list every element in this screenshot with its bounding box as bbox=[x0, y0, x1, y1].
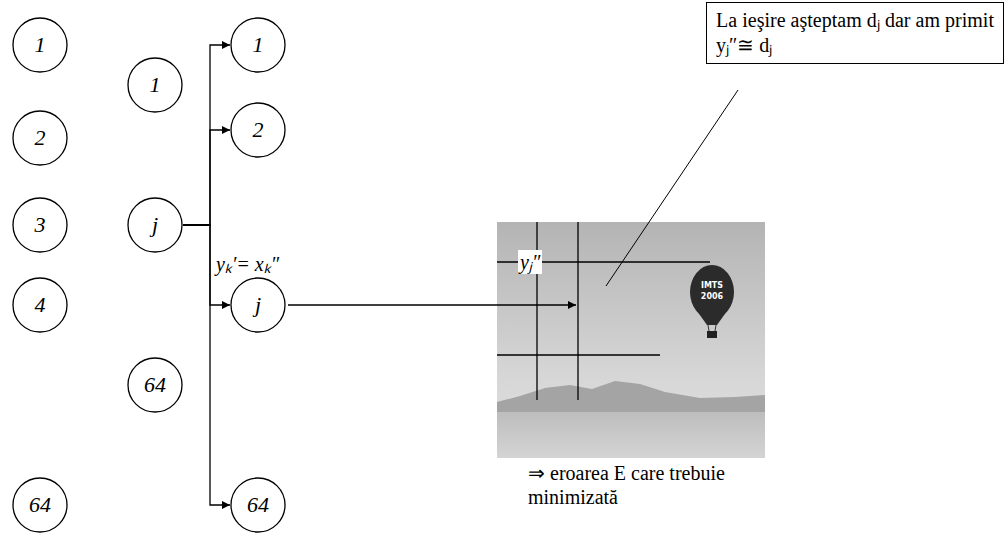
neuron-circle: 64 bbox=[230, 477, 286, 533]
circle-outline bbox=[13, 198, 67, 252]
balloon-envelope bbox=[690, 265, 734, 319]
neuron-index: 64 bbox=[144, 374, 166, 396]
neuron-circle: 1 bbox=[127, 57, 183, 113]
neuron-circle: 3 bbox=[12, 197, 68, 253]
neuron-index: j bbox=[255, 294, 261, 316]
neuron-index: 1 bbox=[253, 34, 264, 56]
circle-outline bbox=[13, 18, 67, 72]
neuron-index: 4 bbox=[35, 294, 46, 316]
callout-text: La ieşire aşteptam dⱼ dar am primit yⱼ″≅… bbox=[716, 8, 994, 58]
circle-outline bbox=[231, 278, 285, 332]
neuron-index: 64 bbox=[247, 494, 269, 516]
signal-label: yₖ′= xₖ″ bbox=[214, 252, 281, 276]
neuron-circle: 4 bbox=[12, 277, 68, 333]
circle-outline bbox=[128, 358, 182, 412]
balloon-neck bbox=[697, 311, 727, 325]
neuron-circle: 64 bbox=[12, 477, 68, 533]
callout-box: La ieşire aşteptam dⱼ dar am primit yⱼ″≅… bbox=[706, 2, 1004, 64]
photo-ground bbox=[497, 412, 765, 458]
neuron-circle: 2 bbox=[230, 102, 286, 158]
connection-arrow bbox=[183, 130, 230, 225]
circle-outline bbox=[13, 111, 67, 165]
circle-outline bbox=[231, 478, 285, 532]
neuron-index: 64 bbox=[29, 494, 51, 516]
leader-line bbox=[606, 90, 738, 286]
circle-outline bbox=[13, 278, 67, 332]
circle-outline bbox=[231, 103, 285, 157]
output-arrow bbox=[288, 304, 576, 305]
grid-line bbox=[577, 222, 578, 400]
photo-sky bbox=[497, 222, 765, 458]
neuron-index: 2 bbox=[253, 119, 264, 141]
signal-label: yⱼ″ bbox=[518, 250, 542, 274]
circle-outline bbox=[231, 18, 285, 72]
circle-outline bbox=[128, 58, 182, 112]
neuron-circle: j bbox=[127, 197, 183, 253]
connection-arrow bbox=[183, 45, 230, 225]
neuron-index: j bbox=[152, 214, 158, 236]
neuron-circle: 64 bbox=[127, 357, 183, 413]
neuron-index: 3 bbox=[35, 214, 46, 236]
neuron-circle: 1 bbox=[12, 17, 68, 73]
neuron-index: 2 bbox=[35, 127, 46, 149]
neuron-index: 1 bbox=[150, 74, 161, 96]
balloon-basket bbox=[707, 331, 717, 338]
neuron-circle: 2 bbox=[12, 110, 68, 166]
balloon-rope bbox=[715, 325, 716, 331]
balloon-lettering: 2006 bbox=[692, 292, 732, 302]
neuron-index: 1 bbox=[35, 34, 46, 56]
balloon-lettering: IMTS bbox=[692, 281, 732, 291]
balloon-rope bbox=[708, 325, 709, 331]
neuron-circle: j bbox=[230, 277, 286, 333]
grid-line bbox=[536, 222, 537, 400]
neuron-circle: 1 bbox=[230, 17, 286, 73]
circle-outline bbox=[13, 478, 67, 532]
circle-outline bbox=[128, 198, 182, 252]
caption-note: ⇒ eroarea E care trebuie minimizată bbox=[528, 461, 733, 509]
